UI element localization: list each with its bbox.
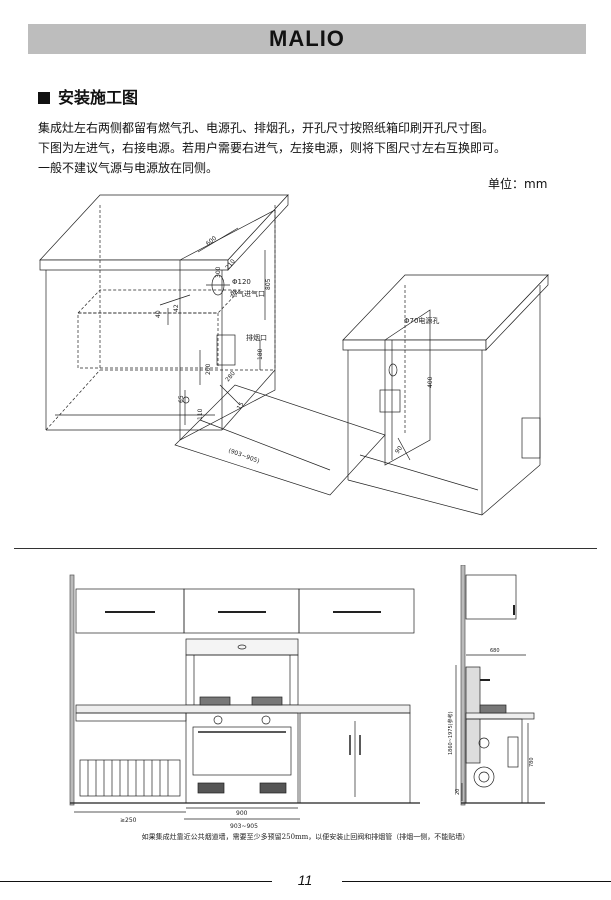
footer-rule-right: [342, 881, 611, 882]
dim-300: 300: [215, 266, 222, 278]
section-title-text: 安装施工图: [58, 88, 139, 107]
dim-200: 200: [205, 363, 212, 375]
page-number: 11: [297, 872, 313, 888]
intro-line: 一般不建议气源与电源放在同侧。: [38, 161, 219, 175]
dim-width-bottom: 903~905: [230, 823, 258, 830]
dim-900: 900: [236, 810, 248, 817]
dim-805: 805: [265, 278, 272, 290]
gas-hole-diameter: Φ120: [232, 278, 251, 286]
unit-label: 单位：mm: [488, 177, 548, 191]
section-title: 安装施工图: [38, 84, 138, 108]
dim-680: 680: [490, 648, 500, 654]
dim-vertical-range: 1860~1975(参考): [447, 711, 454, 755]
footer-rule-left: [0, 881, 272, 882]
gas-inlet-label: 燃气进气口: [230, 289, 265, 298]
intro-paragraph: 集成灶左右两侧都留有燃气孔、电源孔、排烟孔，开孔尺寸按照纸箱印刷开孔尺寸图。 下…: [38, 118, 583, 178]
dim-90: 90: [394, 445, 404, 455]
dim-width: (903~905): [227, 447, 260, 465]
right-cabinet: [342, 274, 549, 516]
intro-line: 下图为左进气，右接电源。若用户需要右进气，左接电源，则将下图尺寸左右互换即可。: [38, 141, 507, 155]
dim-280: 280: [224, 370, 237, 383]
dim-780: 780: [529, 757, 535, 767]
dim-40: 40: [155, 310, 162, 318]
power-hole-label: Φ70电源孔: [404, 316, 439, 325]
upper-cabinets: [75, 588, 415, 634]
left-cabinet: [39, 194, 386, 496]
dim-20: 20: [455, 789, 461, 795]
header-bar: MALIO: [28, 24, 586, 54]
radiator: [79, 759, 181, 797]
exhaust-label: 排烟口: [246, 333, 267, 342]
square-bullet-icon: [38, 92, 50, 104]
kitchen-elevation-diagram: ≥250 900 903~905 680 1860~1975(参考) 780 2…: [69, 565, 545, 830]
section-divider: [14, 548, 597, 549]
side-section: [455, 565, 545, 806]
dim-180: 180: [257, 348, 264, 360]
dim-min-250: ≥250: [120, 817, 137, 824]
dim-400: 400: [427, 376, 434, 388]
intro-line: 集成灶左右两侧都留有燃气孔、电源孔、排烟孔，开孔尺寸按照纸箱印刷开孔尺寸图。: [38, 121, 495, 135]
install-footnote: 如果集成灶靠近公共烟道墙，需要至少多预留250mm，以便安装止回阀和排烟管（排烟…: [141, 833, 470, 841]
installation-cutout-diagram: 600 805 210 300 Φ120 燃气进气口 40 42 排烟口 180…: [39, 194, 549, 516]
dim-110: 110: [197, 408, 204, 420]
dim-42: 42: [173, 304, 180, 312]
dim-15: 15: [236, 401, 246, 411]
dim-65: 65: [178, 395, 185, 403]
brand-logo: MALIO: [269, 26, 345, 51]
